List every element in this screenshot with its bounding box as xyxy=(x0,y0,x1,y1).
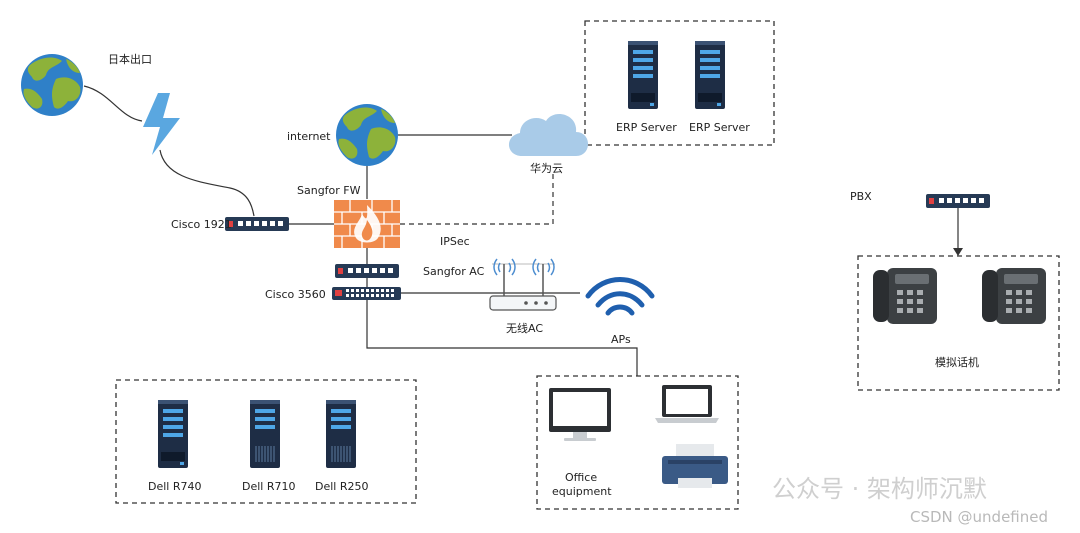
wireless-ac-icon xyxy=(489,258,557,311)
server-icon xyxy=(325,399,357,469)
label-wireless-ac: 无线AC xyxy=(506,321,543,335)
label-internet: internet xyxy=(287,130,331,143)
label-sangfor-fw: Sangfor FW xyxy=(297,184,361,197)
server-icon xyxy=(249,399,281,469)
label-sangfor-ac: Sangfor AC xyxy=(423,265,485,278)
label-erp-server-1: ERP Server xyxy=(616,121,677,134)
wire-3560-to-office xyxy=(366,300,638,376)
dell-server-group xyxy=(115,379,417,504)
label-aps: APs xyxy=(611,333,631,346)
office-equipment-group xyxy=(536,375,739,510)
watermark-wechat: 公众号 · 架构师沉默 xyxy=(772,475,987,503)
connections xyxy=(83,85,963,376)
wire-link-to-cisco1921 xyxy=(159,149,255,217)
cloud-icon xyxy=(508,114,588,156)
monitor-icon xyxy=(549,388,611,441)
label-office-line2: equipment xyxy=(552,485,612,498)
label-cisco-3560: Cisco 3560 xyxy=(265,288,326,301)
desk-phone-icon xyxy=(982,268,1046,324)
label-dell-r250: Dell R250 xyxy=(315,480,369,493)
label-pbx: PBX xyxy=(850,190,872,203)
phone-group xyxy=(857,255,1060,391)
server-icon xyxy=(158,400,188,468)
label-analog-phone: 模拟话机 xyxy=(935,355,979,369)
firewall-icon xyxy=(334,200,400,248)
label-ipsec: IPSec xyxy=(440,235,470,248)
label-erp-server-2: ERP Server xyxy=(689,121,750,134)
label-dell-r710: Dell R710 xyxy=(242,480,296,493)
label-japan-exit: 日本出口 xyxy=(108,52,152,66)
switch-icon xyxy=(335,264,399,278)
laptop-icon xyxy=(655,385,719,423)
switch-icon xyxy=(332,287,401,300)
label-dell-r740: Dell R740 xyxy=(148,480,202,493)
lightning-icon xyxy=(143,93,180,155)
globe-icon xyxy=(336,104,398,166)
globe-icon xyxy=(21,54,83,116)
label-cisco-1921: Cisco 1921 xyxy=(171,218,232,231)
switch-icon xyxy=(926,194,990,208)
label-huawei-cloud: 华为云 xyxy=(530,161,563,175)
wifi-icon xyxy=(585,277,655,316)
router-icon xyxy=(225,217,289,231)
server-icon xyxy=(628,41,658,109)
printer-icon xyxy=(662,444,728,488)
ipsec-tunnel-line xyxy=(400,172,554,225)
desk-phone-icon xyxy=(873,268,937,324)
label-office-line1: Office xyxy=(565,471,597,484)
watermark-csdn: CSDN @undefined xyxy=(910,508,1048,526)
erp-server-group xyxy=(584,20,775,146)
wire-japan-to-link xyxy=(83,85,143,122)
server-icon xyxy=(695,41,725,109)
